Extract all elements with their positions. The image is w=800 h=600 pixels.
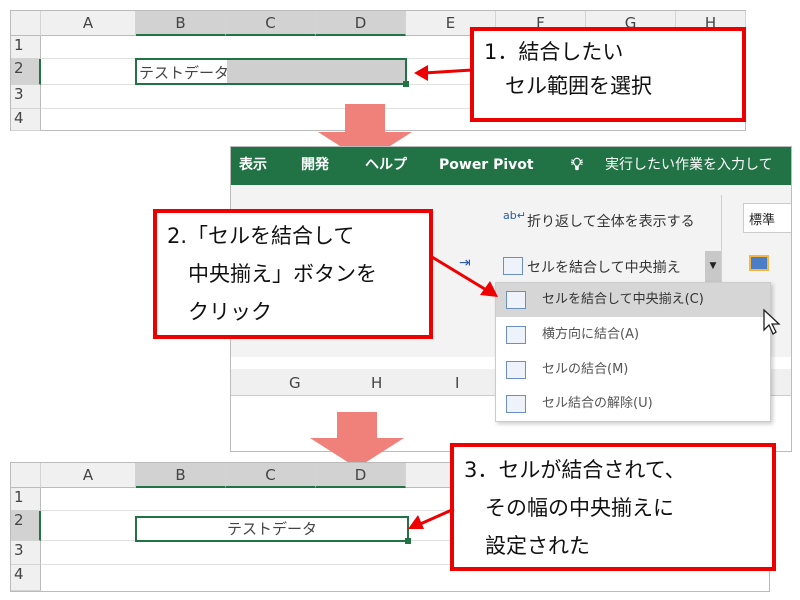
ribbon-tab-bar: 表示 開発 ヘルプ Power Pivot 💡︎ 実行したい作業を入力して [231,147,791,185]
row-header-2[interactable]: 2 [11,59,41,85]
tab-view[interactable]: 表示 [239,157,267,173]
fill-handle[interactable] [405,538,411,544]
cell-b2-text: テストデータ [139,64,230,82]
column-header-b[interactable]: B [136,463,226,488]
menu-item-merge-cells[interactable]: セルの結合(M) [496,353,770,387]
row-header-3[interactable]: 3 [11,541,41,565]
column-header-i[interactable]: I [455,374,460,392]
merge-dropdown-menu: セルを結合して中央揃え(C) 横方向に結合(A) セルの結合(M) セル結合の解… [495,282,771,422]
conditional-format-icon[interactable] [749,255,769,271]
row-header-1[interactable]: 1 [11,36,41,59]
indent-icon: ⇥ [459,255,471,271]
wrap-text-icon: ab↵ [503,209,526,222]
cell-b2-active[interactable] [137,60,227,83]
tell-me-search[interactable]: 実行したい作業を入力して [605,157,773,173]
merge-center-dropdown-button[interactable]: ▼ [705,251,721,283]
column-header-a[interactable]: A [41,11,136,36]
callout-step-2: 2.「セルを結合して 中央揃え」ボタンを クリック [153,209,433,339]
tab-power-pivot[interactable]: Power Pivot [439,157,534,173]
row-header-2[interactable]: 2 [11,511,41,541]
menu-item-label: セルを結合して中央揃え(C) [542,292,704,307]
menu-item-label: 横方向に結合(A) [542,327,640,342]
menu-item-label: セルの結合(M) [542,362,629,377]
callout-step-1: 1．結合したい セル範囲を選択 [470,27,746,122]
column-header-c[interactable]: C [226,463,316,488]
mouse-cursor-icon [763,308,781,335]
column-header-c[interactable]: C [226,11,316,36]
merge-across-icon [506,326,526,344]
merge-center-icon [503,257,523,275]
column-header-d[interactable]: D [316,11,406,36]
merged-cell-text: テストデータ [226,520,317,538]
gridline [41,564,771,565]
unmerge-icon [506,395,526,413]
down-arrow-icon [310,412,404,468]
merge-center-button[interactable]: セルを結合して中央揃え [527,260,681,276]
select-all-corner[interactable] [11,11,41,36]
selected-range-b2-d2[interactable]: テストデータ [135,58,409,87]
menu-item-label: セル結合の解除(U) [542,396,653,411]
column-header-g[interactable]: G [289,374,301,392]
menu-item-merge-across[interactable]: 横方向に結合(A) [496,318,770,352]
gridline [41,108,746,109]
column-header-b[interactable]: B [136,11,226,36]
pointer-arrow-1 [414,65,473,81]
gridline [41,510,771,511]
select-all-corner[interactable] [11,463,41,488]
column-header-h[interactable]: H [371,374,383,392]
pointer-arrow-2 [431,255,498,297]
number-format-select[interactable]: 標準 [743,203,791,233]
wrap-text-button[interactable]: 折り返して全体を表示する [527,214,695,230]
ribbon-separator [721,195,722,320]
merge-center-icon [506,291,526,309]
fill-handle[interactable] [403,81,409,87]
merge-cells-icon [506,361,526,379]
menu-item-merge-center[interactable]: セルを結合して中央揃え(C) [496,283,770,317]
column-header-a[interactable]: A [41,463,136,488]
menu-item-unmerge[interactable]: セル結合の解除(U) [496,387,770,421]
row-header-4[interactable]: 4 [11,565,41,591]
lightbulb-icon: 💡︎ [571,155,583,175]
column-header-d[interactable]: D [316,463,406,488]
callout-step-3: 3．セルが結合されて、 その幅の中央揃えに 設定された [450,443,776,571]
tab-developer[interactable]: 開発 [301,157,329,173]
row-header-4[interactable]: 4 [11,109,41,131]
row-header-3[interactable]: 3 [11,85,41,109]
row-header-1[interactable]: 1 [11,488,41,511]
tab-help[interactable]: ヘルプ [365,157,407,173]
pointer-arrow-3 [408,507,455,529]
merged-cell-b2-d2[interactable]: テストデータ [135,516,411,544]
